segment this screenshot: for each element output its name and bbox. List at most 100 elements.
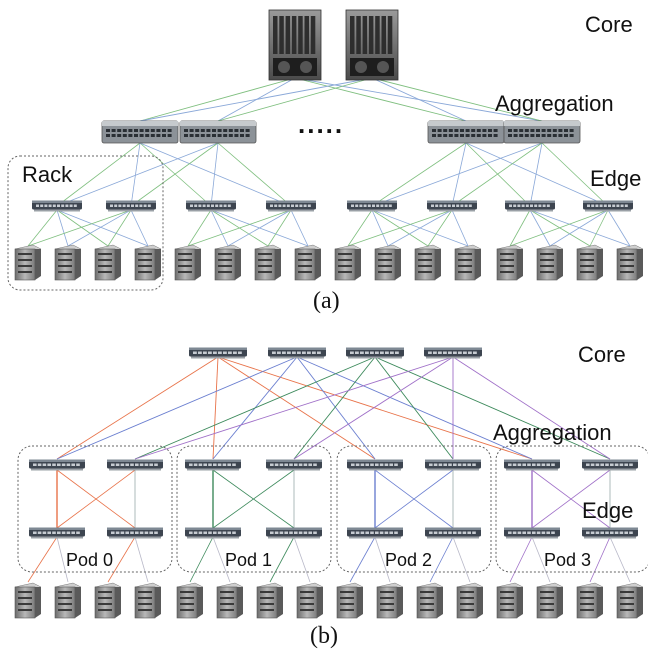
server-icon	[496, 244, 524, 281]
server-icon	[14, 244, 42, 281]
agg-edge-link	[371, 142, 467, 207]
edge-server-link	[56, 209, 69, 247]
pod-label: Pod 1	[225, 550, 272, 570]
agg-edge-link	[451, 142, 467, 207]
edge-server-link	[349, 536, 376, 583]
diagram-b-links	[27, 356, 631, 583]
server-icon	[174, 244, 202, 281]
aggregation-switch-icon	[582, 459, 638, 471]
edge-server-link	[187, 209, 212, 247]
edge-switch-icon	[504, 527, 560, 539]
edge-server-link	[27, 209, 58, 247]
aggregation-switch-icon	[427, 120, 505, 144]
core-agg-link	[217, 356, 376, 460]
edge-server-link	[293, 536, 311, 583]
pod-boundary	[176, 445, 332, 573]
server-icon	[616, 244, 644, 281]
edge-server-link	[347, 209, 453, 247]
aggregation-switch-icon	[504, 459, 560, 471]
core-agg-link	[293, 356, 376, 460]
edge-server-link	[429, 536, 454, 583]
edge-server-link	[451, 209, 469, 247]
agg-edge-link	[130, 142, 219, 207]
core-agg-link	[212, 356, 219, 460]
server-icon	[294, 244, 322, 281]
edge-server-link	[509, 209, 609, 247]
edge-server-link	[107, 536, 136, 583]
diagram-a-conventional-tree: Core Aggregation Edge Rack ..... (a)	[7, 9, 644, 314]
edge-switch-icon	[347, 200, 397, 212]
edge-switch-icon	[107, 527, 163, 539]
edge-server-link	[212, 536, 231, 583]
server-icon	[414, 244, 442, 281]
caption-a: (a)	[313, 288, 340, 314]
server-icon	[216, 582, 244, 619]
edge-server-link	[509, 536, 533, 583]
agg-edge-link	[210, 142, 219, 207]
edge-server-link	[107, 209, 132, 247]
agg-edge-link	[56, 142, 219, 207]
agg-edge-link	[371, 142, 543, 207]
server-icon	[14, 582, 42, 619]
edge-server-link	[589, 536, 611, 583]
edge-server-link	[56, 209, 109, 247]
core-agg-link	[294, 77, 467, 122]
pod-label: Pod 3	[544, 550, 591, 570]
edge-server-link	[427, 209, 453, 247]
pod-label: Pod 2	[385, 550, 432, 570]
edge-server-link	[189, 536, 214, 583]
agg-edge-link	[531, 469, 611, 529]
agg-edge-link	[451, 142, 543, 207]
server-icon	[454, 244, 482, 281]
core-agg-link	[139, 77, 296, 122]
server-icon	[176, 582, 204, 619]
edge-server-link	[67, 209, 132, 247]
core-label-b: Core	[578, 342, 626, 367]
edge-server-link	[607, 209, 631, 247]
edge-server-link	[227, 209, 292, 247]
agg-edge-link	[529, 142, 543, 207]
core-agg-link	[452, 356, 611, 460]
core-agg-link	[56, 356, 298, 460]
edge-server-link	[56, 209, 149, 247]
aggregation-label-a: Aggregation	[495, 91, 614, 116]
aggregation-switch-icon	[185, 459, 241, 471]
core-agg-link	[371, 77, 467, 122]
core-agg-link	[371, 77, 543, 122]
server-icon	[416, 582, 444, 619]
edge-server-link	[509, 209, 531, 247]
core-switch-icon	[268, 347, 326, 359]
server-icon	[456, 582, 484, 619]
pod-label: Pod 0	[66, 550, 113, 570]
edge-server-link	[549, 209, 609, 247]
pod-boundary	[17, 445, 173, 573]
agg-edge-link	[56, 142, 141, 207]
edge-server-link	[269, 536, 295, 583]
edge-switch-icon	[425, 527, 481, 539]
agg-edge-link	[217, 142, 292, 207]
edge-server-link	[130, 209, 149, 247]
diagram-b-nodes	[14, 347, 644, 619]
edge-server-link	[347, 209, 373, 247]
server-icon	[576, 582, 604, 619]
server-icon	[374, 244, 402, 281]
edge-label-a: Edge	[590, 166, 641, 191]
core-chassis-icon	[345, 9, 399, 81]
core-agg-link	[56, 356, 219, 460]
server-icon	[536, 244, 564, 281]
core-agg-link	[217, 77, 373, 122]
server-icon	[336, 582, 364, 619]
agg-edge-link	[130, 142, 141, 207]
core-switch-icon	[346, 347, 404, 359]
edge-switch-icon	[427, 200, 477, 212]
edge-switch-icon	[106, 200, 156, 212]
core-agg-link	[296, 356, 376, 460]
server-icon	[576, 244, 604, 281]
aggregation-label-b: Aggregation	[493, 420, 612, 445]
edge-switch-icon	[29, 527, 85, 539]
aggregation-switch-icon	[107, 459, 163, 471]
aggregation-switch-icon	[503, 120, 581, 144]
edge-server-link	[134, 536, 149, 583]
edge-server-link	[210, 209, 229, 247]
edge-server-link	[267, 209, 292, 247]
